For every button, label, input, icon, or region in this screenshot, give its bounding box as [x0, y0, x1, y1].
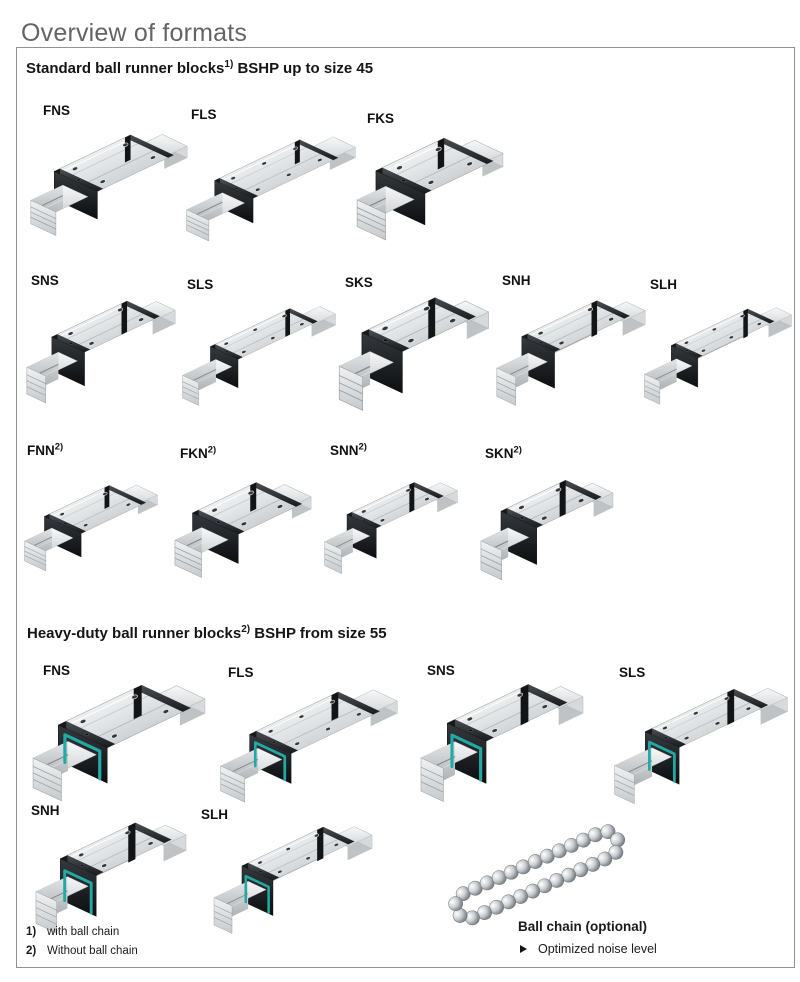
- format-code: SNS: [31, 273, 59, 288]
- format-code: SNH: [502, 273, 531, 288]
- block-render: [613, 683, 789, 809]
- format-code: SKN: [485, 446, 514, 461]
- format-footnote-ref: 2): [207, 444, 217, 456]
- figure-fns-hd: FNS: [31, 663, 207, 805]
- block-render: [419, 681, 585, 805]
- footnotes: 1) with ball chain 2) Without ball chain: [26, 923, 138, 960]
- format-code: FLS: [228, 665, 254, 680]
- figure-fls-hd: FLS: [219, 665, 399, 809]
- format-code: SKS: [345, 275, 373, 290]
- format-label: FNS: [29, 103, 189, 121]
- ball-chain-figure: [431, 815, 647, 937]
- format-footnote-ref: 2): [54, 441, 64, 453]
- heading-text: BSHP up to size 45: [233, 60, 374, 77]
- format-code: SLH: [650, 277, 677, 292]
- heading-footnote-ref: 1): [224, 59, 234, 70]
- heading-text: Heavy-duty ball runner blocks: [27, 625, 242, 642]
- block-render: [643, 295, 793, 417]
- format-label: FNS: [31, 663, 207, 681]
- block-render: [479, 464, 615, 596]
- figure-slh: SLH: [643, 277, 793, 417]
- formats-panel: Standard ball runner blocks1) BSHP up to…: [16, 47, 795, 968]
- block-render: [495, 291, 647, 415]
- format-label: SNN2): [323, 441, 459, 461]
- format-label: SLH: [193, 807, 393, 825]
- figure-snh-hd: SNH: [25, 803, 197, 935]
- block-render: [355, 129, 505, 249]
- footnote-2: 2) Without ball chain: [26, 942, 138, 961]
- format-code: FLS: [191, 107, 217, 122]
- figure-fls: FLS: [185, 107, 357, 253]
- format-code: SLH: [201, 807, 228, 822]
- ball-chain-bullet: Optimized noise level: [520, 942, 657, 956]
- block-render: [337, 293, 491, 415]
- page-title: Overview of formats: [21, 18, 248, 47]
- figure-fkn: FKN2): [173, 444, 313, 596]
- figure-sns: SNS: [25, 273, 177, 413]
- format-code: SLS: [187, 277, 214, 292]
- figure-skn: SKN2): [479, 444, 615, 596]
- figure-fnn: FNN2): [23, 441, 159, 595]
- format-label: FLS: [185, 107, 357, 125]
- figure-snh: SNH: [495, 273, 647, 415]
- format-label: SLS: [613, 665, 789, 683]
- format-code: SNS: [427, 663, 455, 678]
- block-render: [323, 461, 459, 595]
- format-label: SNS: [419, 663, 585, 681]
- block-render: [173, 464, 313, 596]
- figure-slh-hd: SLH: [193, 807, 393, 935]
- block-render: [25, 821, 197, 935]
- block-render: [181, 295, 337, 417]
- figure-sks: SKS: [337, 275, 491, 415]
- block-render: [185, 125, 357, 253]
- figure-sns-hd: SNS: [419, 663, 585, 805]
- heading-text: BSHP from size 55: [250, 625, 387, 642]
- format-footnote-ref: 2): [513, 444, 522, 456]
- block-render: [31, 681, 207, 805]
- format-label: SKS: [337, 275, 491, 293]
- section-heading-standard: Standard ball runner blocks1) BSHP up to…: [26, 59, 374, 78]
- format-label: SNH: [495, 273, 647, 291]
- format-label: FKN2): [173, 444, 313, 464]
- figure-sls: SLS: [181, 277, 337, 417]
- footnote-text: Without ball chain: [47, 944, 138, 957]
- block-render: [219, 683, 399, 809]
- figure-fks: FKS: [355, 111, 505, 249]
- format-code: SLS: [619, 665, 646, 680]
- figure-fns: FNS: [29, 103, 189, 249]
- format-label: SLS: [181, 277, 337, 295]
- format-code: SNN: [330, 443, 359, 458]
- figure-sls-hd: SLS: [613, 665, 789, 809]
- format-code: FKS: [367, 111, 394, 126]
- block-render: [29, 121, 189, 249]
- block-render: [193, 825, 393, 935]
- format-code: SNH: [31, 803, 60, 818]
- block-render: [23, 461, 159, 595]
- footnote-1: 1) with ball chain: [26, 923, 138, 942]
- format-label: FNN2): [23, 441, 159, 461]
- format-label: SKN2): [479, 444, 615, 464]
- ball-chain-bullet-text: Optimized noise level: [538, 942, 657, 956]
- footnote-marker: 2): [26, 944, 37, 957]
- format-label: SLH: [643, 277, 793, 295]
- format-label: FKS: [355, 111, 505, 129]
- section-heading-heavy-duty: Heavy-duty ball runner blocks2) BSHP fro…: [27, 624, 387, 643]
- footnote-marker: 1): [26, 926, 37, 938]
- bullet-triangle-icon: [520, 945, 527, 953]
- footnote-text: with ball chain: [47, 926, 120, 938]
- figure-snn: SNN2): [323, 441, 459, 595]
- heading-text: Standard ball runner blocks: [26, 60, 225, 77]
- format-code: FNS: [43, 103, 70, 118]
- format-code: FKN: [180, 446, 208, 461]
- format-code: FNN: [27, 443, 55, 458]
- block-render: [25, 291, 177, 413]
- ball-chain-title: Ball chain (optional): [518, 919, 648, 934]
- format-label: SNS: [25, 273, 177, 291]
- format-footnote-ref: 2): [358, 441, 367, 453]
- format-label: SNH: [25, 803, 197, 821]
- format-code: FNS: [43, 663, 70, 678]
- format-label: FLS: [219, 665, 399, 683]
- heading-footnote-ref: 2): [241, 624, 251, 635]
